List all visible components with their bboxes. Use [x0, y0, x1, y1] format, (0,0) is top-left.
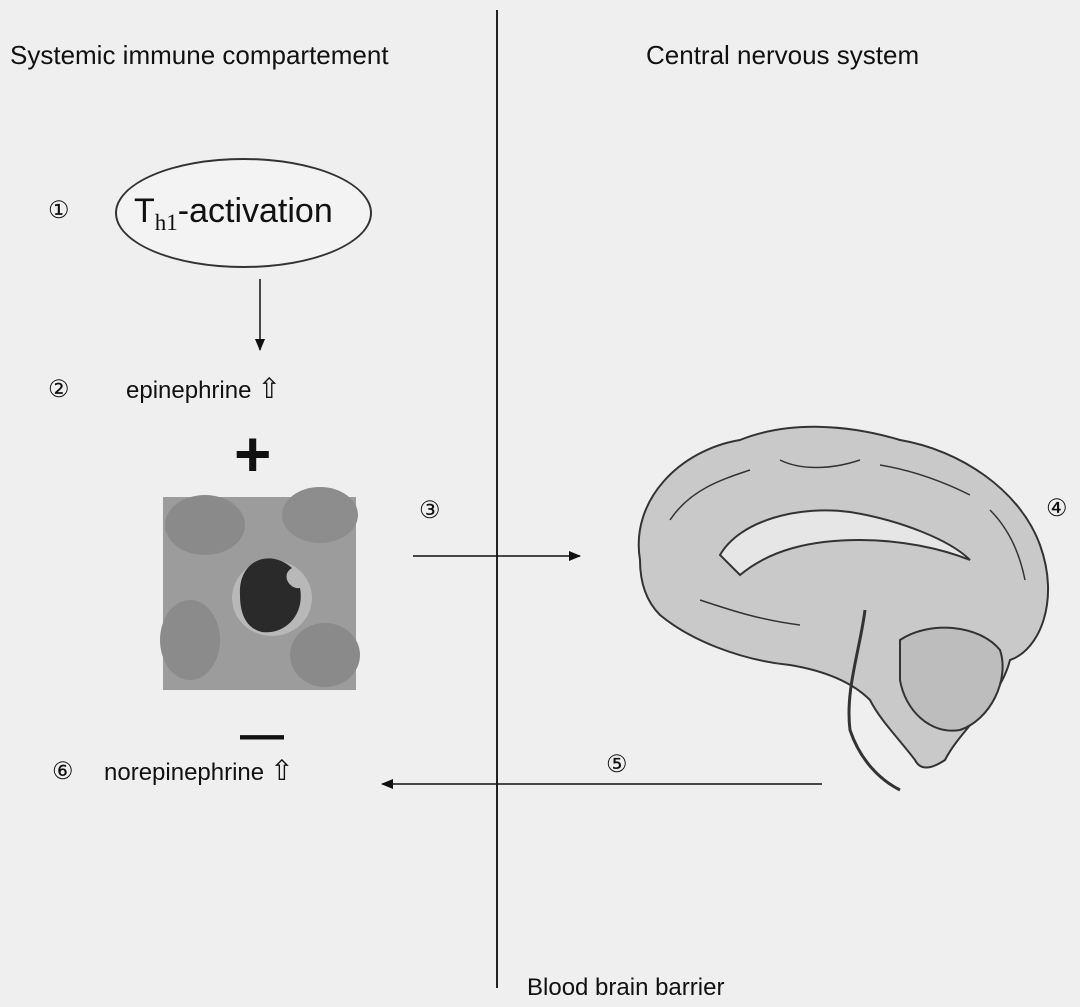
systemic-immune-heading: Systemic immune compartement	[10, 40, 389, 71]
step-6-number: ⑥	[52, 760, 74, 784]
epinephrine-label: epinephrine⇧	[126, 372, 281, 405]
plus-sign: +	[234, 422, 271, 486]
step-3-number: ③	[419, 499, 441, 523]
step-5-number: ⑤	[606, 753, 628, 777]
minus-sign: —	[240, 713, 284, 757]
step-2-number: ②	[48, 378, 70, 402]
increase-arrow-icon: ⇧	[257, 372, 280, 405]
brain-image	[639, 427, 1048, 790]
increase-arrow-icon: ⇧	[270, 754, 293, 787]
norepinephrine-label: norepinephrine⇧	[104, 754, 294, 787]
th1-activation-label: Th1-activation	[134, 192, 333, 236]
cns-heading: Central nervous system	[646, 40, 919, 71]
step-4-number: ④	[1046, 497, 1068, 521]
blood-brain-barrier-label: Blood brain barrier	[527, 974, 724, 1002]
lymphocyte-image	[160, 487, 360, 690]
step-1-number: ①	[48, 199, 70, 223]
